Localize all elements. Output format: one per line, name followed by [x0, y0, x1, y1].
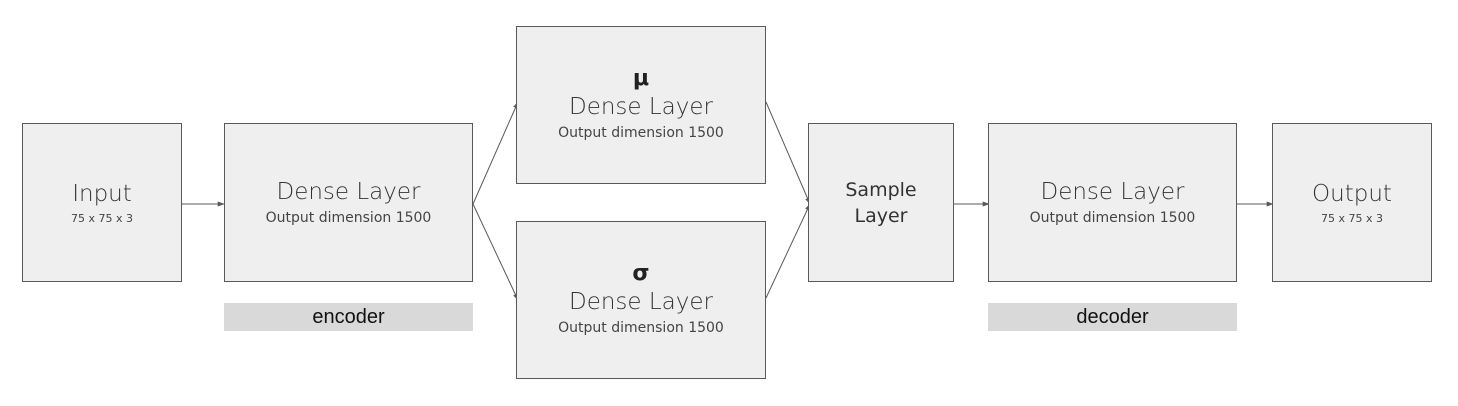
decoder-dense-title: Dense Layer	[1040, 178, 1185, 205]
decoder-label: decoder	[988, 303, 1237, 331]
mu-dense-node: μ Dense Layer Output dimension 1500	[516, 26, 766, 184]
mu-symbol: μ	[632, 66, 650, 91]
mu-dense-sub: Output dimension 1500	[558, 125, 724, 141]
input-node: Input 75 x 75 x 3	[22, 123, 182, 282]
input-shape: 75 x 75 x 3	[71, 211, 133, 225]
sigma-dense-node: σ Dense Layer Output dimension 1500	[516, 221, 766, 379]
sample-node: Sample Layer	[808, 123, 954, 282]
arrow-encoder-to-mu	[472, 101, 519, 205]
sigma-dense-title: Dense Layer	[568, 289, 713, 315]
mu-dense-title: Dense Layer	[568, 94, 713, 120]
encoder-dense-sub: Output dimension 1500	[265, 209, 432, 226]
decoder-dense-sub: Output dimension 1500	[1029, 209, 1196, 226]
encoder-dense-title: Dense Layer	[276, 178, 421, 205]
encoder-label: encoder	[224, 303, 473, 331]
input-title: Input	[72, 180, 132, 207]
sigma-dense-sub: Output dimension 1500	[558, 320, 724, 336]
arrow-mu-to-sample	[765, 101, 811, 205]
arrow-sigma-to-sample	[765, 203, 811, 299]
encoder-label-text: encoder	[312, 305, 385, 328]
encoder-dense-node: Dense Layer Output dimension 1500	[224, 123, 473, 282]
output-title: Output	[1312, 180, 1392, 207]
arrow-encoder-to-sigma	[472, 203, 519, 301]
sample-line-2: Layer	[854, 204, 908, 227]
decoder-dense-node: Dense Layer Output dimension 1500	[988, 123, 1237, 282]
decoder-label-text: decoder	[1076, 305, 1149, 328]
sigma-symbol: σ	[632, 261, 650, 286]
output-node: Output 75 x 75 x 3	[1272, 123, 1432, 282]
sample-line-1: Sample	[845, 178, 917, 201]
output-shape: 75 x 75 x 3	[1321, 211, 1383, 225]
